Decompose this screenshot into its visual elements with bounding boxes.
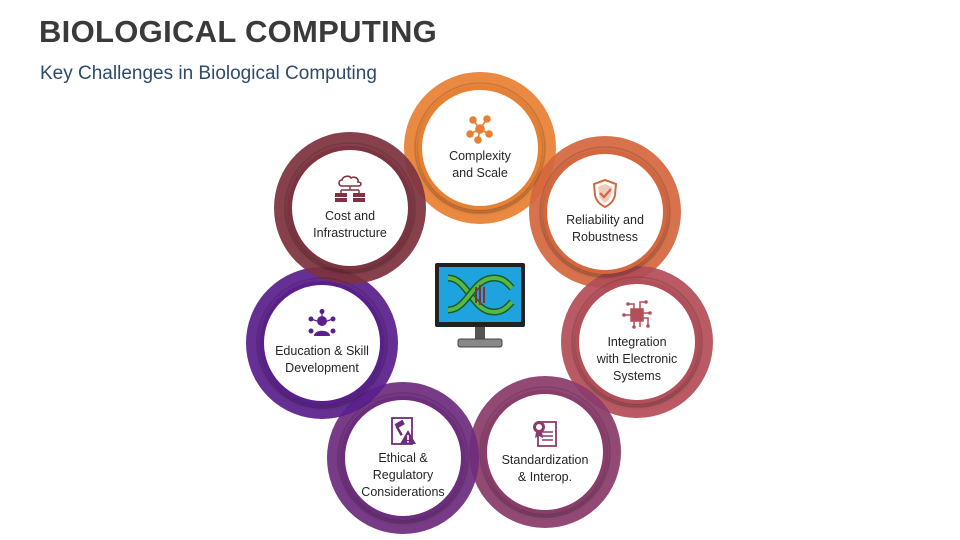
challenge-label: Standardization& Interop. bbox=[501, 453, 589, 484]
challenge-node: Standardization& Interop. bbox=[483, 390, 607, 514]
ring-segment-outline bbox=[284, 142, 416, 274]
ring-segment-outline bbox=[571, 276, 703, 408]
page-subtitle: Key Challenges in Biological Computing bbox=[40, 63, 377, 84]
network-nodes-icon bbox=[463, 114, 497, 144]
ring-segment bbox=[404, 72, 556, 224]
ring-segment-outline bbox=[337, 392, 469, 524]
learner-network-icon bbox=[305, 309, 339, 339]
cloud-servers-icon bbox=[333, 174, 367, 204]
ring-segment-outline bbox=[479, 386, 611, 518]
monitor-dna-icon bbox=[435, 263, 525, 348]
ring-segment bbox=[561, 266, 713, 418]
ring-segment-outline bbox=[414, 82, 546, 214]
certificate-icon bbox=[528, 418, 562, 448]
ring-segment bbox=[469, 376, 621, 528]
ring-segment bbox=[274, 132, 426, 284]
circuit-chip-icon bbox=[620, 299, 654, 330]
ring-segment-outline bbox=[539, 146, 671, 278]
shield-check-icon bbox=[588, 178, 622, 208]
gavel-warning-icon bbox=[386, 416, 420, 446]
page-title: BIOLOGICAL COMPUTING bbox=[39, 14, 438, 49]
ring-segment bbox=[327, 382, 479, 534]
ring-segment-outline bbox=[256, 277, 388, 409]
